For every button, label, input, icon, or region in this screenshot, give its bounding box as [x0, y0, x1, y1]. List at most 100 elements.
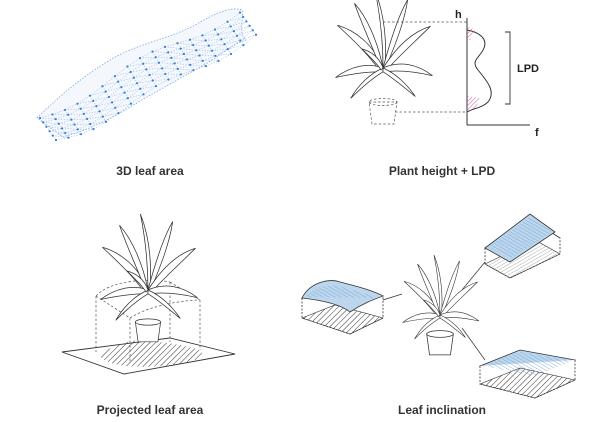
mesh-point	[242, 15, 245, 19]
mesh-point	[139, 87, 142, 90]
mesh-point	[148, 73, 151, 77]
mesh-point	[226, 20, 229, 23]
mesh-point	[86, 117, 89, 120]
mesh-point	[151, 79, 154, 82]
mesh-point	[73, 123, 76, 126]
mesh-point	[245, 20, 248, 23]
mesh-point	[217, 59, 220, 62]
axis-label-f: f	[535, 127, 539, 139]
leaf-inclination-illustration	[300, 213, 577, 399]
mesh-point	[232, 30, 235, 33]
mesh-point	[204, 64, 208, 68]
mesh-point	[186, 58, 189, 61]
mesh-point	[248, 24, 251, 27]
mesh-point	[117, 112, 120, 115]
mesh-point	[82, 112, 85, 115]
mesh-point	[111, 101, 114, 104]
mesh-point	[114, 106, 117, 109]
mesh-point	[54, 117, 57, 121]
mesh-point	[211, 49, 214, 52]
mesh-point	[76, 128, 79, 131]
mesh-point	[154, 56, 157, 59]
mesh-point	[242, 44, 245, 47]
mesh-point	[179, 47, 182, 50]
axis-label-h: h	[455, 9, 462, 21]
mesh-point	[192, 43, 195, 47]
mesh-point	[236, 34, 239, 37]
mesh-point	[145, 68, 148, 71]
projected-area-illustration	[61, 213, 236, 375]
mesh-point	[123, 91, 126, 94]
mesh-point	[201, 59, 204, 62]
mesh-point	[170, 56, 173, 59]
mesh-point	[188, 38, 192, 41]
mesh-point	[129, 70, 132, 74]
mesh-point	[251, 29, 254, 32]
mesh-point	[92, 99, 95, 103]
mesh-point	[198, 54, 201, 57]
mesh-point	[163, 45, 167, 48]
mesh-point	[226, 47, 229, 51]
mesh-point	[142, 93, 145, 96]
leaf-mesh-illustration	[36, 8, 258, 142]
mesh-point	[67, 113, 70, 116]
mesh-point	[95, 105, 98, 108]
mesh-point	[154, 85, 158, 88]
mesh-point	[204, 39, 207, 42]
mesh-point	[201, 34, 204, 37]
mesh-point	[63, 108, 67, 112]
mesh-point	[179, 73, 183, 76]
mesh-point	[117, 80, 120, 83]
mesh-point	[79, 107, 82, 110]
mesh-point	[129, 102, 133, 105]
mesh-point	[189, 63, 192, 66]
lpd-bracket-label: LPD	[517, 63, 539, 75]
mesh-point	[54, 138, 58, 142]
mesh-point	[167, 51, 170, 54]
mesh-point	[48, 130, 51, 133]
mesh-point	[45, 125, 48, 128]
mesh-point	[132, 76, 135, 79]
mesh-point	[229, 25, 232, 28]
mesh-point	[157, 61, 160, 64]
mesh-point	[238, 11, 242, 14]
mesh-point	[51, 134, 54, 137]
mesh-point	[126, 65, 129, 68]
mesh-point	[79, 133, 83, 136]
mesh-point	[126, 97, 129, 100]
mesh-point	[164, 72, 167, 76]
caption-leaf-inclination: Leaf inclination	[397, 403, 486, 417]
mesh-point	[151, 50, 154, 53]
mesh-point	[182, 52, 185, 56]
mesh-point	[67, 136, 70, 139]
mesh-point	[176, 67, 179, 71]
mesh-point	[38, 116, 42, 120]
mesh-point	[98, 110, 101, 113]
plant-height-illustration	[335, 0, 530, 126]
mesh-point	[142, 62, 145, 65]
mesh-point	[107, 95, 110, 99]
mesh-point	[42, 121, 45, 124]
mesh-point	[101, 85, 104, 88]
mesh-point	[176, 42, 179, 45]
mesh-point	[104, 120, 108, 123]
mesh-point	[217, 33, 220, 36]
mesh-point	[57, 122, 61, 125]
mesh-point	[167, 78, 170, 81]
mesh-point	[207, 44, 210, 47]
mesh-point	[239, 39, 242, 42]
mesh-point	[70, 118, 73, 121]
mesh-point	[173, 62, 176, 65]
mesh-point	[223, 43, 226, 46]
mesh-point	[254, 33, 258, 36]
mesh-point	[192, 69, 195, 72]
caption-projected-leaf-area: Projected leaf area	[96, 403, 204, 417]
caption-plant-height-lpd: Plant height + LPD	[388, 164, 496, 178]
mesh-point	[101, 115, 104, 118]
mesh-point	[61, 127, 64, 130]
mesh-point	[229, 52, 233, 56]
mesh-point	[76, 102, 79, 105]
mesh-point	[195, 49, 198, 52]
mesh-point	[213, 28, 217, 31]
